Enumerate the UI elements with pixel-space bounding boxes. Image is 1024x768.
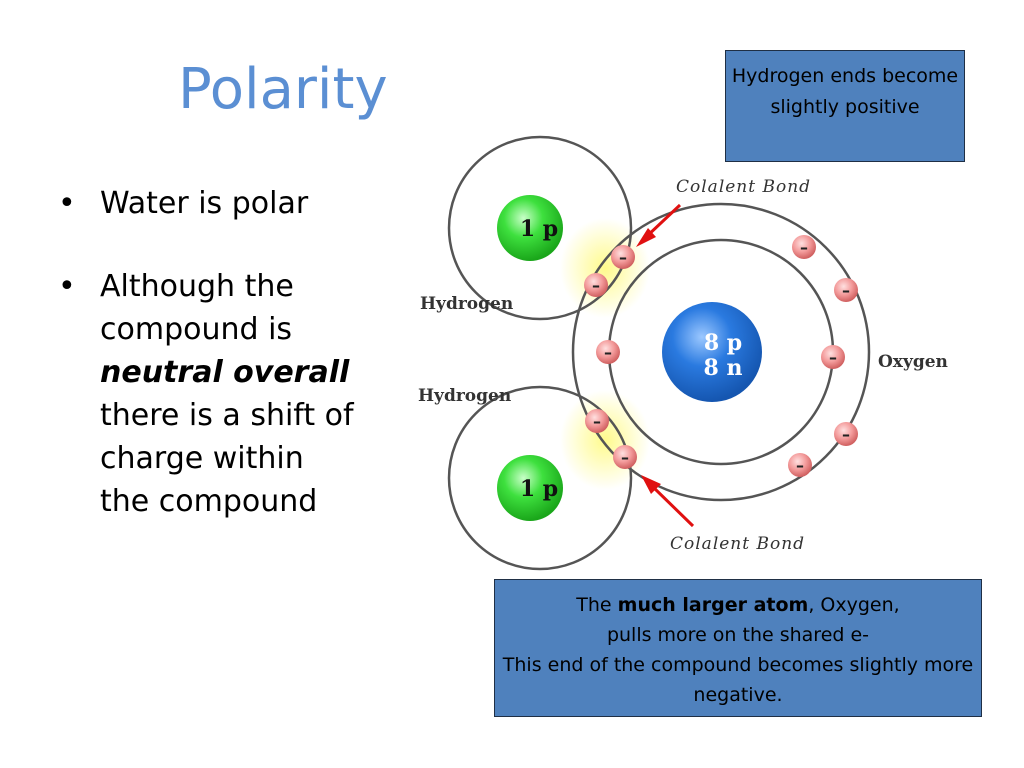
- svg-text:–: –: [619, 248, 627, 267]
- electron: –: [596, 340, 620, 364]
- callout-line: pulls more on the shared e-: [606, 624, 870, 646]
- bullet-item: • Water is polar: [58, 182, 358, 225]
- bond-glow: [560, 218, 650, 318]
- hydrogen-nucleus-bottom: [497, 455, 563, 521]
- bullet-dot: •: [58, 186, 76, 221]
- svg-text:–: –: [593, 412, 601, 431]
- svg-text:–: –: [592, 276, 600, 295]
- electron: –: [821, 345, 845, 369]
- hydrogen-shell-top: [447, 135, 633, 321]
- bullet-item: • Although the compound is neutral overa…: [58, 265, 358, 523]
- bond-label-top: Colalent Bond: [676, 177, 811, 197]
- hydrogen-label-top: Hydrogen: [420, 294, 513, 314]
- hydrogen-label-bottom: Hydrogen: [418, 386, 511, 406]
- svg-text:–: –: [829, 348, 837, 367]
- bullet-text: Water is polar: [100, 186, 309, 221]
- electron: –: [613, 445, 637, 469]
- electron: –: [792, 235, 816, 259]
- electron: –: [834, 278, 858, 302]
- bond-label-bottom: Colalent Bond: [670, 534, 805, 554]
- callout-line: The much larger atom, Oxygen,: [576, 594, 900, 616]
- arrow-top: [636, 203, 682, 247]
- hydrogen-shell-bottom: [447, 385, 633, 571]
- svg-text:–: –: [842, 425, 850, 444]
- svg-text:–: –: [842, 281, 850, 300]
- electron: –: [788, 453, 812, 477]
- callout-line: This end of the compound becomes slightl…: [502, 654, 974, 706]
- oxygen-nucleus-neutrons: 8 n: [704, 355, 743, 381]
- electrons: – – – – – – – – – –: [584, 235, 858, 477]
- oxygen-outer-shell: [571, 202, 871, 502]
- hydrogen-nucleus-top: [497, 195, 563, 261]
- oxygen-nucleus-protons: 8 p: [704, 330, 742, 356]
- electron: –: [585, 409, 609, 433]
- hydrogen-nucleus-label: 1 p: [520, 476, 558, 502]
- bullet-text-post: there is a shift of charge within the co…: [100, 398, 354, 519]
- arrow-bottom: [641, 475, 695, 528]
- svg-text:–: –: [621, 448, 629, 467]
- electron: –: [611, 245, 635, 269]
- oxygen-label: Oxygen: [878, 352, 948, 372]
- svg-text:–: –: [800, 238, 808, 257]
- bullet-list: • Water is polar • Although the compound…: [58, 182, 358, 563]
- svg-text:–: –: [796, 456, 804, 475]
- hydrogen-nucleus-label: 1 p: [520, 216, 558, 242]
- hydrogen-callout: Hydrogen ends become slightly positive: [725, 50, 965, 162]
- bullet-dot: •: [58, 269, 76, 304]
- oxygen-callout: The much larger atom, Oxygen, pulls more…: [494, 579, 982, 717]
- bullet-emphasis: neutral overall: [100, 355, 350, 390]
- svg-text:–: –: [604, 343, 612, 362]
- callout-emphasis: much larger atom: [617, 594, 809, 616]
- electron: –: [584, 273, 608, 297]
- electron: –: [834, 422, 858, 446]
- bullet-text-pre: Although the compound is: [100, 269, 294, 347]
- slide-title: Polarity: [178, 57, 388, 122]
- oxygen-nucleus: [662, 302, 762, 402]
